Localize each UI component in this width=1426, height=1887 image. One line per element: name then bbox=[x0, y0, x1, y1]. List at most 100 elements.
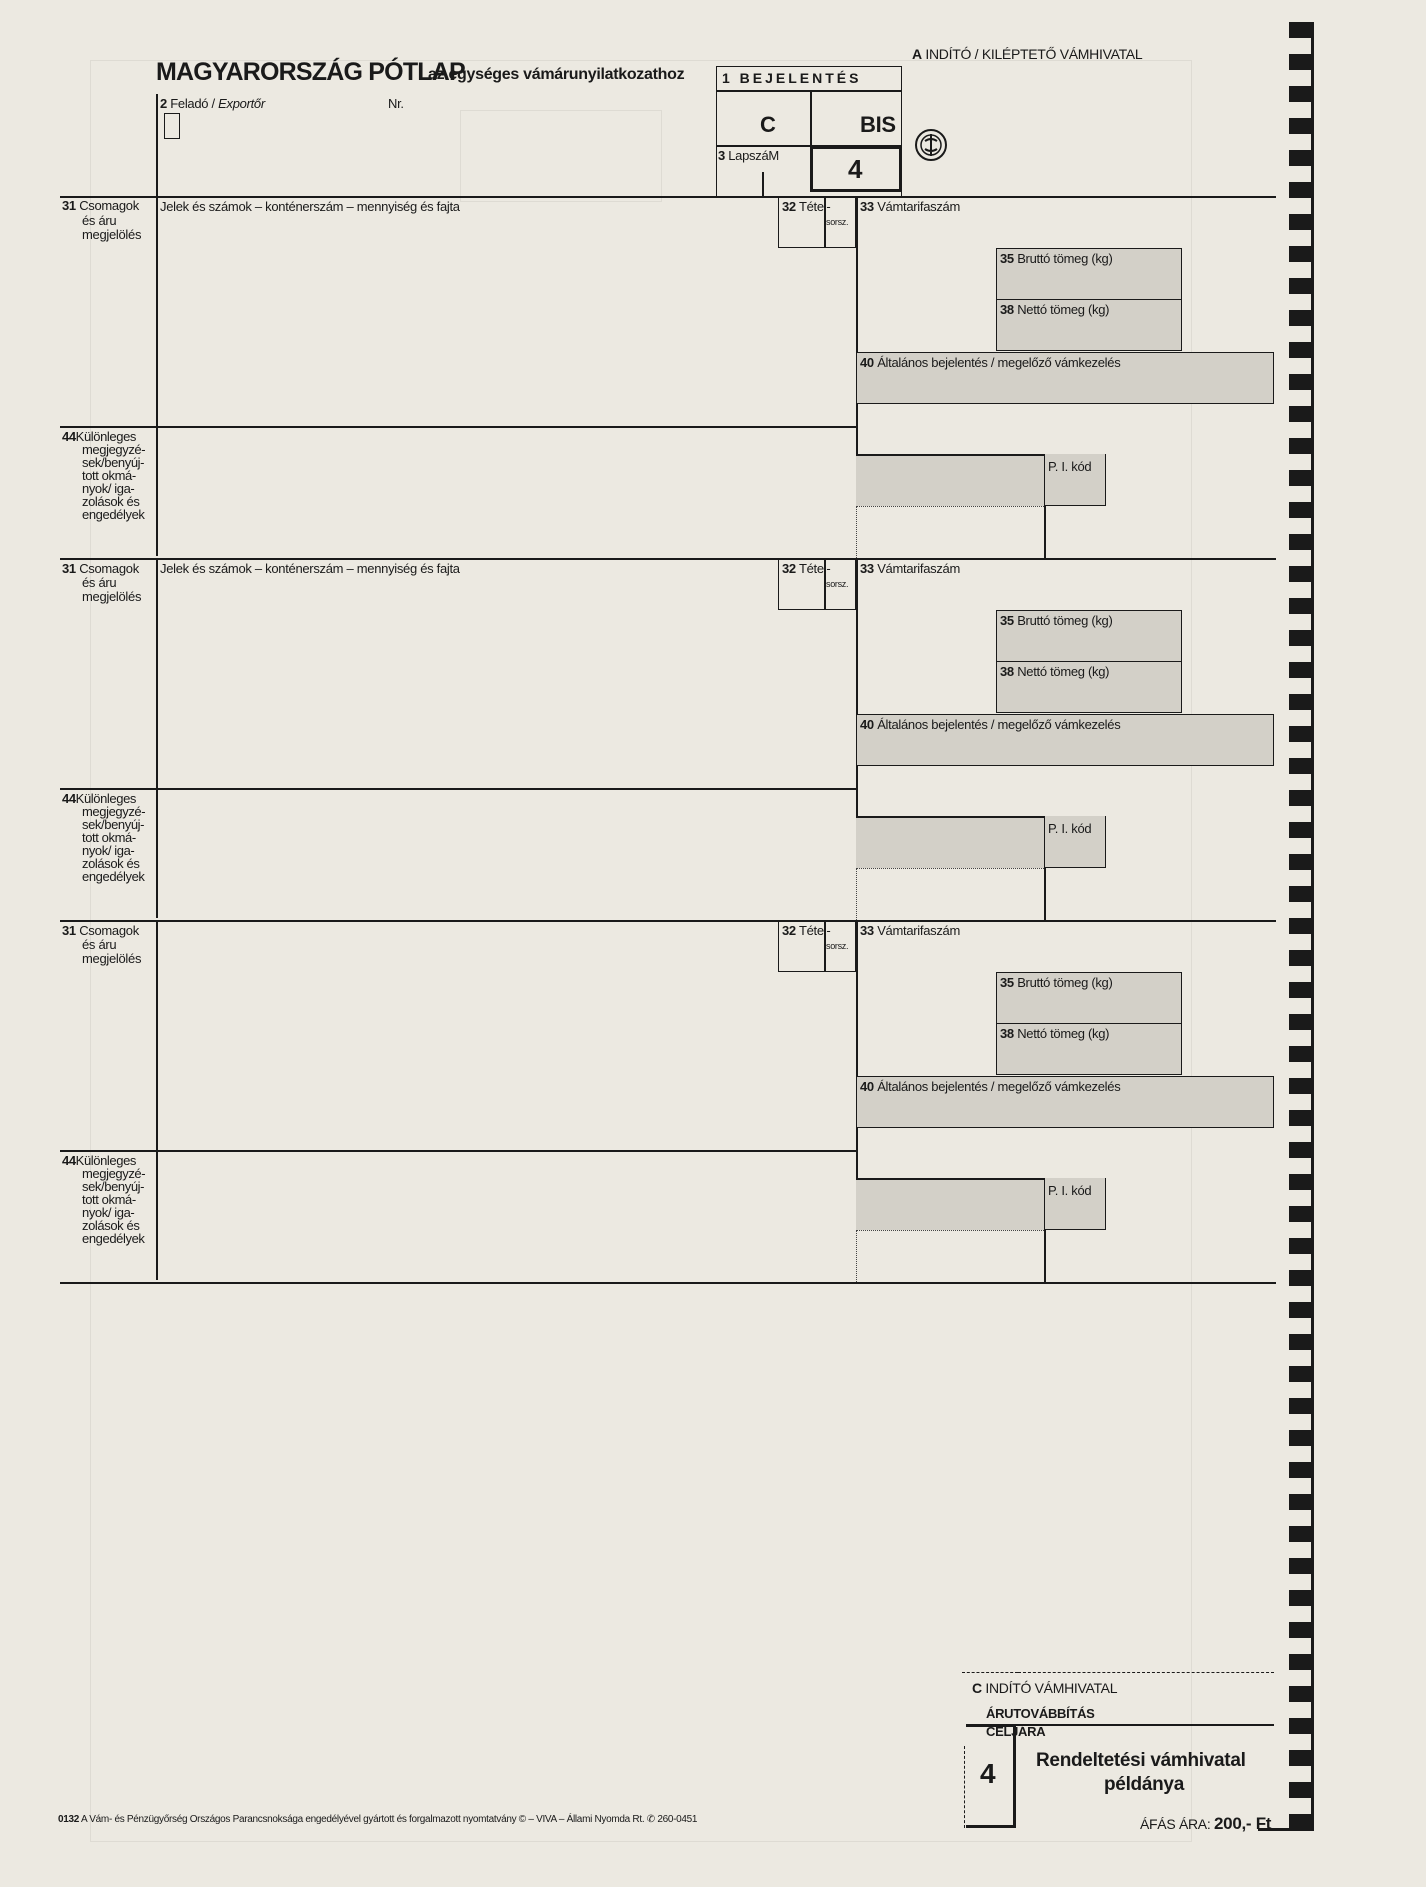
f35-box[interactable] bbox=[996, 248, 1182, 300]
f40-box[interactable] bbox=[856, 1076, 1274, 1128]
f33-label: 33 Vámtarifaszám bbox=[860, 199, 960, 214]
box-c-dashed-top bbox=[1018, 1672, 1274, 1673]
f32-box[interactable] bbox=[778, 558, 856, 610]
box-a-label: A INDÍTÓ / KILÉPTETŐ VÁMHIVATAL bbox=[912, 46, 1143, 62]
box-1-c: C bbox=[760, 112, 776, 137]
f33-input[interactable] bbox=[860, 578, 995, 608]
f31-line-3: megjelölés bbox=[82, 589, 142, 604]
f40-box[interactable] bbox=[856, 714, 1274, 766]
pi-code-box[interactable] bbox=[1044, 454, 1106, 506]
f44-shade bbox=[856, 818, 1044, 868]
f44-line-7: engedélyek bbox=[82, 869, 145, 884]
copy-top-rule bbox=[962, 1724, 1274, 1726]
f35-box[interactable] bbox=[996, 972, 1182, 1024]
f44-input-area[interactable] bbox=[160, 792, 850, 916]
f44-line-7: engedélyek bbox=[82, 1231, 145, 1246]
f44-label: 44Különleges megjegyzé- sek/benyúj- tott… bbox=[62, 1154, 152, 1245]
price-value: 200,- Ft bbox=[1214, 1814, 1272, 1833]
f38-box[interactable] bbox=[996, 1023, 1182, 1075]
perforation-mark bbox=[1289, 822, 1313, 838]
f44-input-area[interactable] bbox=[160, 430, 850, 554]
f44-line-6: zolások és bbox=[82, 856, 140, 871]
f35-text: Bruttó tömeg (kg) bbox=[1017, 975, 1113, 990]
f35-box[interactable] bbox=[996, 610, 1182, 662]
f31-line-3: megjelölés bbox=[82, 227, 142, 242]
perforation-mark bbox=[1289, 726, 1313, 742]
f44-number: 44 bbox=[62, 429, 76, 444]
form-subtitle: az egységes vámárunyilatkozathoz bbox=[428, 66, 685, 83]
pi-code-label: P. I. kód bbox=[1048, 459, 1092, 474]
f38-box[interactable] bbox=[996, 299, 1182, 351]
perforation-mark bbox=[1289, 854, 1313, 870]
f38-box[interactable] bbox=[996, 661, 1182, 713]
item-1-left-rule bbox=[156, 196, 158, 426]
f40-box[interactable] bbox=[856, 352, 1274, 404]
perforation-mark bbox=[1289, 502, 1313, 518]
f44-line-2: megjegyzé- bbox=[82, 1166, 146, 1181]
perforation-mark bbox=[1289, 22, 1313, 38]
imprint: 0132 A Vám- és Pénzügyőrség Országos Par… bbox=[58, 1814, 698, 1825]
f44-input-area[interactable] bbox=[160, 1154, 850, 1278]
box-1-declaration[interactable] bbox=[716, 66, 902, 198]
f33-input[interactable] bbox=[860, 216, 995, 246]
pi-code-label: P. I. kód bbox=[1048, 821, 1092, 836]
box-2-checkbox[interactable] bbox=[164, 113, 180, 139]
f32-label: 32 Tétel- bbox=[782, 561, 831, 576]
f44-dotted-box[interactable] bbox=[856, 868, 1044, 920]
perforation-mark bbox=[1289, 1398, 1313, 1414]
f32-number: 32 bbox=[782, 561, 796, 576]
f33-input[interactable] bbox=[860, 940, 995, 970]
f40-number: 40 bbox=[860, 717, 874, 732]
perforation-mark bbox=[1289, 1782, 1313, 1798]
perforation-mark bbox=[1289, 1558, 1313, 1574]
f40-text: Általános bejelentés / megelőző vámkezel… bbox=[877, 717, 1121, 732]
f40-label: 40 Általános bejelentés / megelőző vámke… bbox=[860, 717, 1121, 732]
item-2-col-rule bbox=[856, 558, 858, 816]
f32-box[interactable] bbox=[778, 920, 856, 972]
perforation-mark bbox=[1289, 1238, 1313, 1254]
f40-text: Általános bejelentés / megelőző vámkezel… bbox=[877, 1079, 1121, 1094]
f40-label: 40 Általános bejelentés / megelőző vámke… bbox=[860, 1079, 1121, 1094]
f31-input-area[interactable] bbox=[160, 942, 850, 1148]
transit-line-1: ÁRUTOVÁBBÍTÁS bbox=[986, 1706, 1095, 1721]
pi-code-box[interactable] bbox=[1044, 1178, 1106, 1230]
perforation-mark bbox=[1289, 950, 1313, 966]
perforation-spine bbox=[1311, 22, 1314, 1830]
perforation-mark bbox=[1289, 470, 1313, 486]
f32-label: 32 Tétel- bbox=[782, 199, 831, 214]
box-a-number: A bbox=[912, 46, 922, 62]
f31-line-1: Csomagok bbox=[79, 561, 139, 576]
form-title: MAGYARORSZÁG PÓTLAP bbox=[156, 58, 466, 86]
box-c-dashed-top-left bbox=[962, 1672, 1018, 1673]
perforation-mark bbox=[1289, 534, 1313, 550]
box-2-label: 2 Feladó / Exportőr bbox=[160, 96, 265, 111]
f44-line-1: Különleges bbox=[75, 1153, 137, 1168]
f32-box[interactable] bbox=[778, 196, 856, 248]
f31-input-area[interactable] bbox=[160, 218, 850, 424]
f44-dotted-box[interactable] bbox=[856, 506, 1044, 558]
f32-number: 32 bbox=[782, 923, 796, 938]
f44-line-4: tott okmá- bbox=[82, 468, 136, 483]
f44-dotted-box[interactable] bbox=[856, 1230, 1044, 1282]
perforation-mark bbox=[1289, 1462, 1313, 1478]
imprint-text: A Vám- és Pénzügyőrség Országos Parancsn… bbox=[80, 1814, 698, 1825]
f44-line-7: engedélyek bbox=[82, 507, 145, 522]
customs-emblem-icon bbox=[914, 128, 948, 162]
perforation-mark bbox=[1289, 438, 1313, 454]
f38-text: Nettó tömeg (kg) bbox=[1017, 1026, 1110, 1041]
f31-input-area[interactable] bbox=[160, 580, 850, 786]
perforation-mark bbox=[1289, 86, 1313, 102]
item-3-mid-rule bbox=[60, 1150, 856, 1152]
pi-code-box[interactable] bbox=[1044, 816, 1106, 868]
perforation-mark bbox=[1289, 342, 1313, 358]
f44-shade bbox=[856, 456, 1044, 506]
perforation-mark bbox=[1289, 790, 1313, 806]
box-3-label: 3 LapszáM bbox=[718, 148, 779, 163]
f38-number: 38 bbox=[1000, 664, 1014, 679]
box-2-italic: Exportőr bbox=[218, 96, 265, 111]
perforation-mark bbox=[1289, 918, 1313, 934]
box-c-number: C bbox=[972, 1680, 982, 1696]
f32-divider bbox=[824, 920, 826, 972]
f44-dotted-right bbox=[1044, 506, 1046, 558]
sheet-number-box[interactable] bbox=[810, 146, 902, 192]
